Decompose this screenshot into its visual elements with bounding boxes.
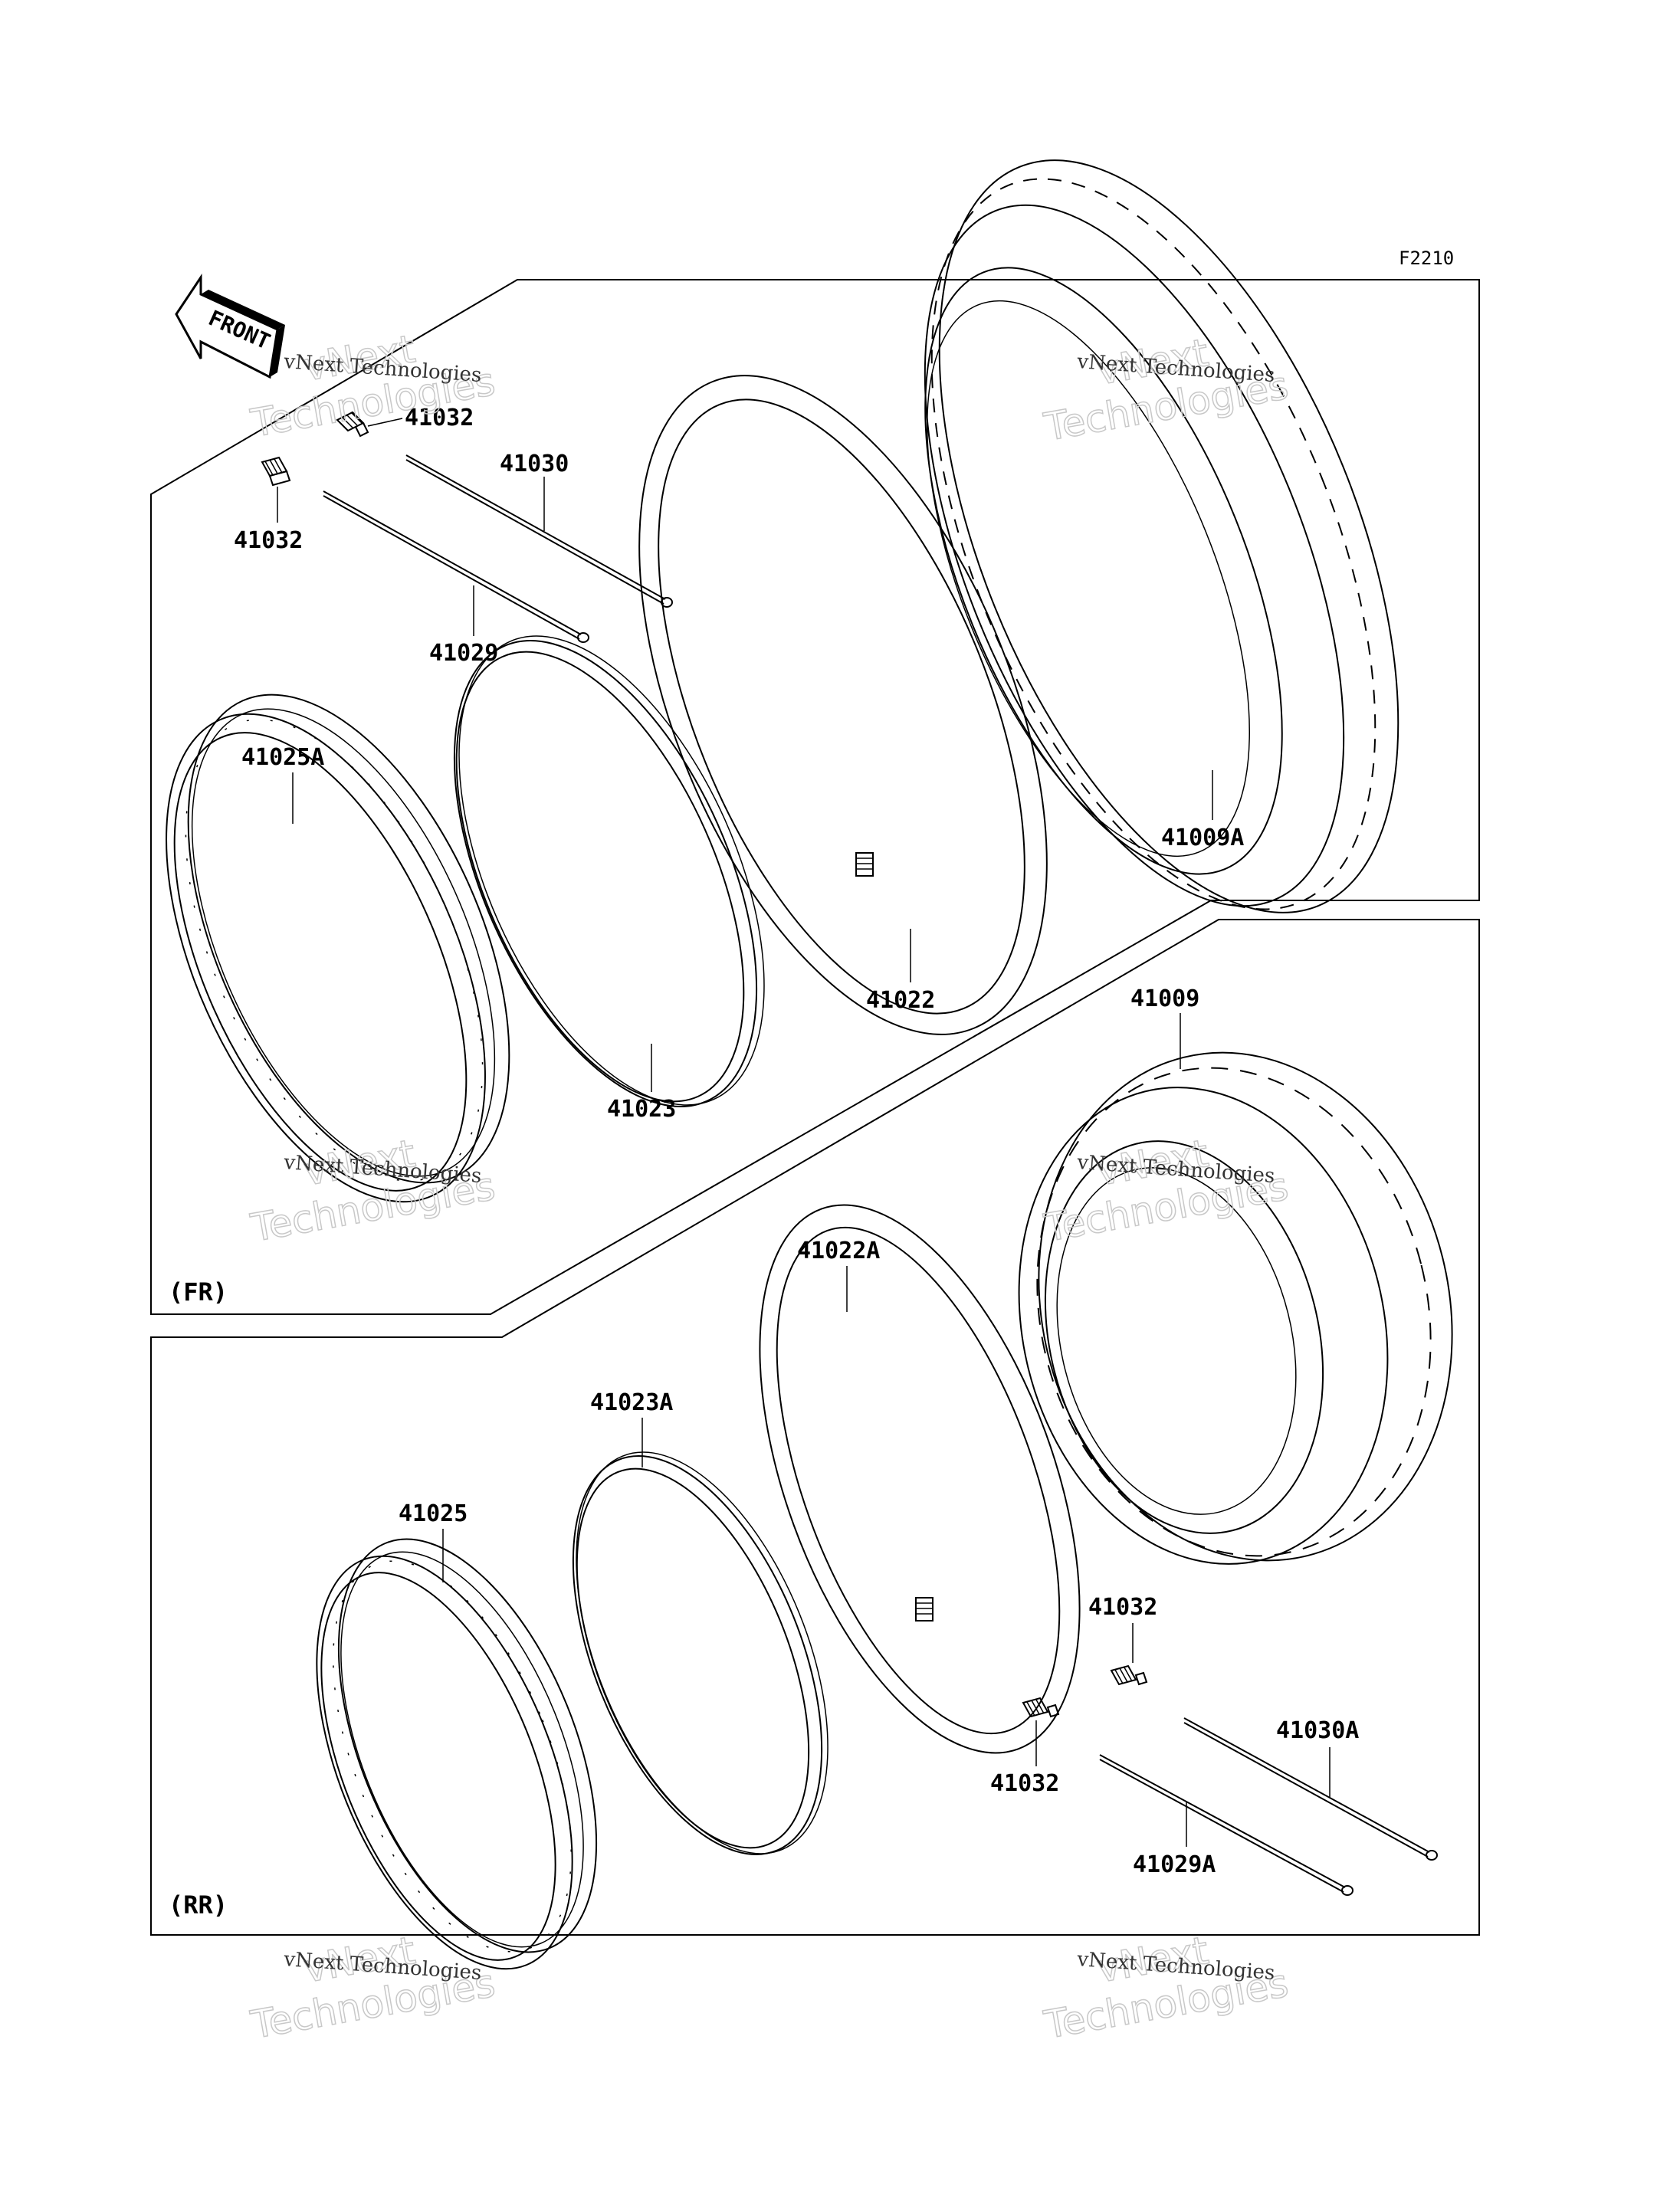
part-label-rim-rr: 41025 [399, 1500, 468, 1527]
rim-rr [316, 1538, 598, 1970]
tire-rr [1018, 1051, 1453, 1565]
weight-fr-b [323, 490, 589, 643]
part-label-valve-rr-2: 41032 [990, 1770, 1059, 1797]
valve-cap-rr-2 [1022, 1697, 1060, 1718]
rear-section-label: (RR) [169, 1890, 228, 1920]
rear-section-frame [150, 919, 1480, 1936]
part-label-rim-fr: 41025A [241, 744, 324, 771]
part-label-tire-fr: 41009A [1161, 825, 1244, 851]
rim-fr [166, 694, 510, 1203]
weight-rr-b [1099, 1754, 1354, 1896]
part-label-weight-rr-a: 41030A [1276, 1717, 1359, 1744]
part-label-tire-rr: 41009 [1130, 985, 1199, 1012]
part-label-valve-fr-2: 41032 [234, 527, 303, 554]
weight-rr-a [1183, 1717, 1438, 1861]
front-section-label: (FR) [169, 1277, 228, 1307]
part-label-valve-rr-1: 41032 [1088, 1594, 1157, 1621]
part-label-tube-fr: 41022 [866, 987, 935, 1014]
rim-band-fr [453, 635, 765, 1107]
rim-band-rr [572, 1451, 829, 1855]
part-label-weight-fr-a: 41030 [500, 451, 569, 477]
front-arrow-icon: FRONT [175, 274, 285, 379]
valve-cap-rr-1 [1110, 1664, 1148, 1686]
weight-fr-a [405, 454, 673, 608]
valve-cap-fr-2 [261, 456, 291, 487]
part-label-band-rr: 41023A [590, 1389, 673, 1416]
tire-fr [924, 159, 1399, 913]
inner-tube-rr [759, 1204, 1081, 1754]
front-section-frame [150, 279, 1480, 1315]
part-label-weight-fr-b: 41029 [429, 640, 498, 667]
part-label-band-fr: 41023 [607, 1096, 676, 1123]
diagram-code: F2210 [1399, 248, 1454, 269]
part-label-valve-fr-1: 41032 [405, 405, 474, 431]
part-label-weight-rr-b: 41029A [1133, 1851, 1216, 1878]
part-label-tube-rr: 41022A [797, 1238, 880, 1264]
valve-cap-fr-1 [336, 411, 369, 438]
